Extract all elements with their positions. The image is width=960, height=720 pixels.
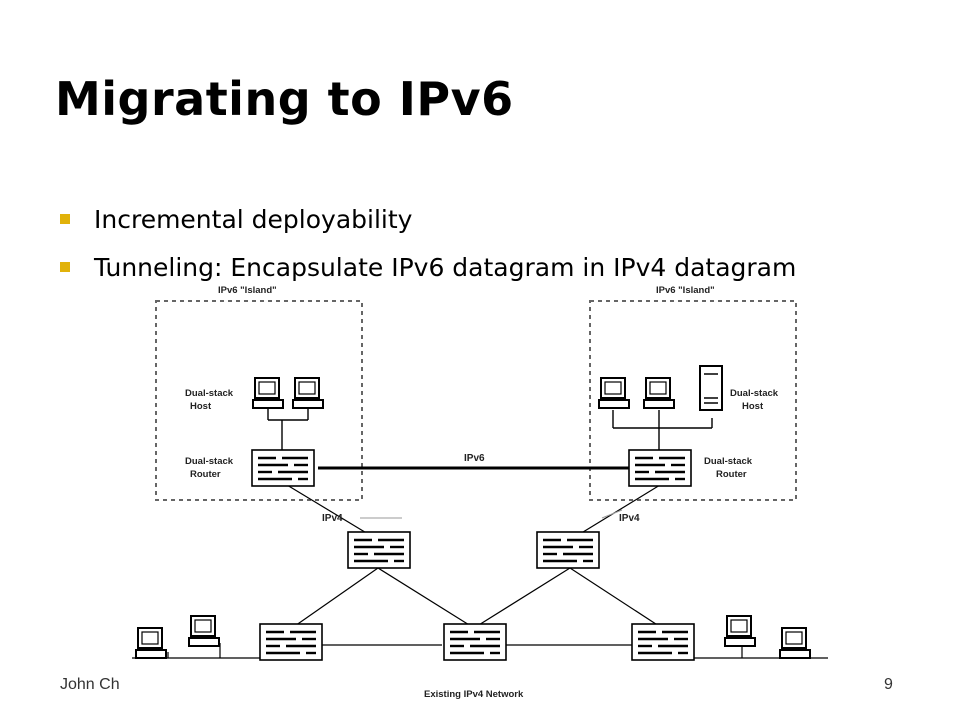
dual-stack-host-label: Dual-stack [730,388,779,399]
pc-icon [643,377,675,409]
ipv6-island-left-box [155,300,363,501]
router-icon [442,622,508,662]
pc-icon [188,615,220,647]
dual-stack-router-label: Dual-stack [704,456,753,467]
pc-icon [724,615,756,647]
footer-author: John Ch [60,676,120,693]
island-right-label: IPv6 "Island" [656,285,715,296]
pc-icon [252,377,284,409]
pc-icon [779,627,811,659]
ipv6-island-right-box [589,300,797,501]
page-number: 9 [884,676,893,693]
dual-stack-host-label: Host [742,401,764,412]
router-icon [250,448,316,488]
bullet-text: Incremental deployability [94,205,413,234]
bullet-square-icon [60,214,70,224]
router-icon [346,530,412,570]
pc-icon [598,377,630,409]
router-icon [258,622,324,662]
server-icon [699,365,723,411]
island-left-label: IPv6 "Island" [218,285,277,296]
router-icon [535,530,601,570]
bullet-square-icon [60,262,70,272]
router-icon [630,622,696,662]
ipv4-label-right: IPv4 [619,513,640,524]
bullet-item: Tunneling: Encapsulate IPv6 datagram in … [58,244,796,292]
dual-stack-router-label: Router [716,469,747,480]
bullet-text: Tunneling: Encapsulate IPv6 datagram in … [94,253,797,282]
dual-stack-router-label: Dual-stack [185,456,234,467]
slide-title: Migrating to IPv6 [55,72,514,126]
dual-stack-router-label: Router [190,469,221,480]
network-caption: Existing IPv4 Network [424,689,524,700]
bullet-item: Incremental deployability [58,196,796,244]
ipv6-link-label: IPv6 [464,453,485,464]
dual-stack-host-label: Dual-stack [185,388,234,399]
pc-icon [135,627,167,659]
ipv4-label-left: IPv4 [322,513,343,524]
pc-icon [292,377,324,409]
bullet-list: Incremental deployability Tunneling: Enc… [58,196,796,292]
dual-stack-host-label: Host [190,401,212,412]
ipv6-tunneling-diagram: IPv6 "Island" IPv6 "Island" IPv6 IPv4 IP… [132,278,828,708]
router-icon [627,448,693,488]
